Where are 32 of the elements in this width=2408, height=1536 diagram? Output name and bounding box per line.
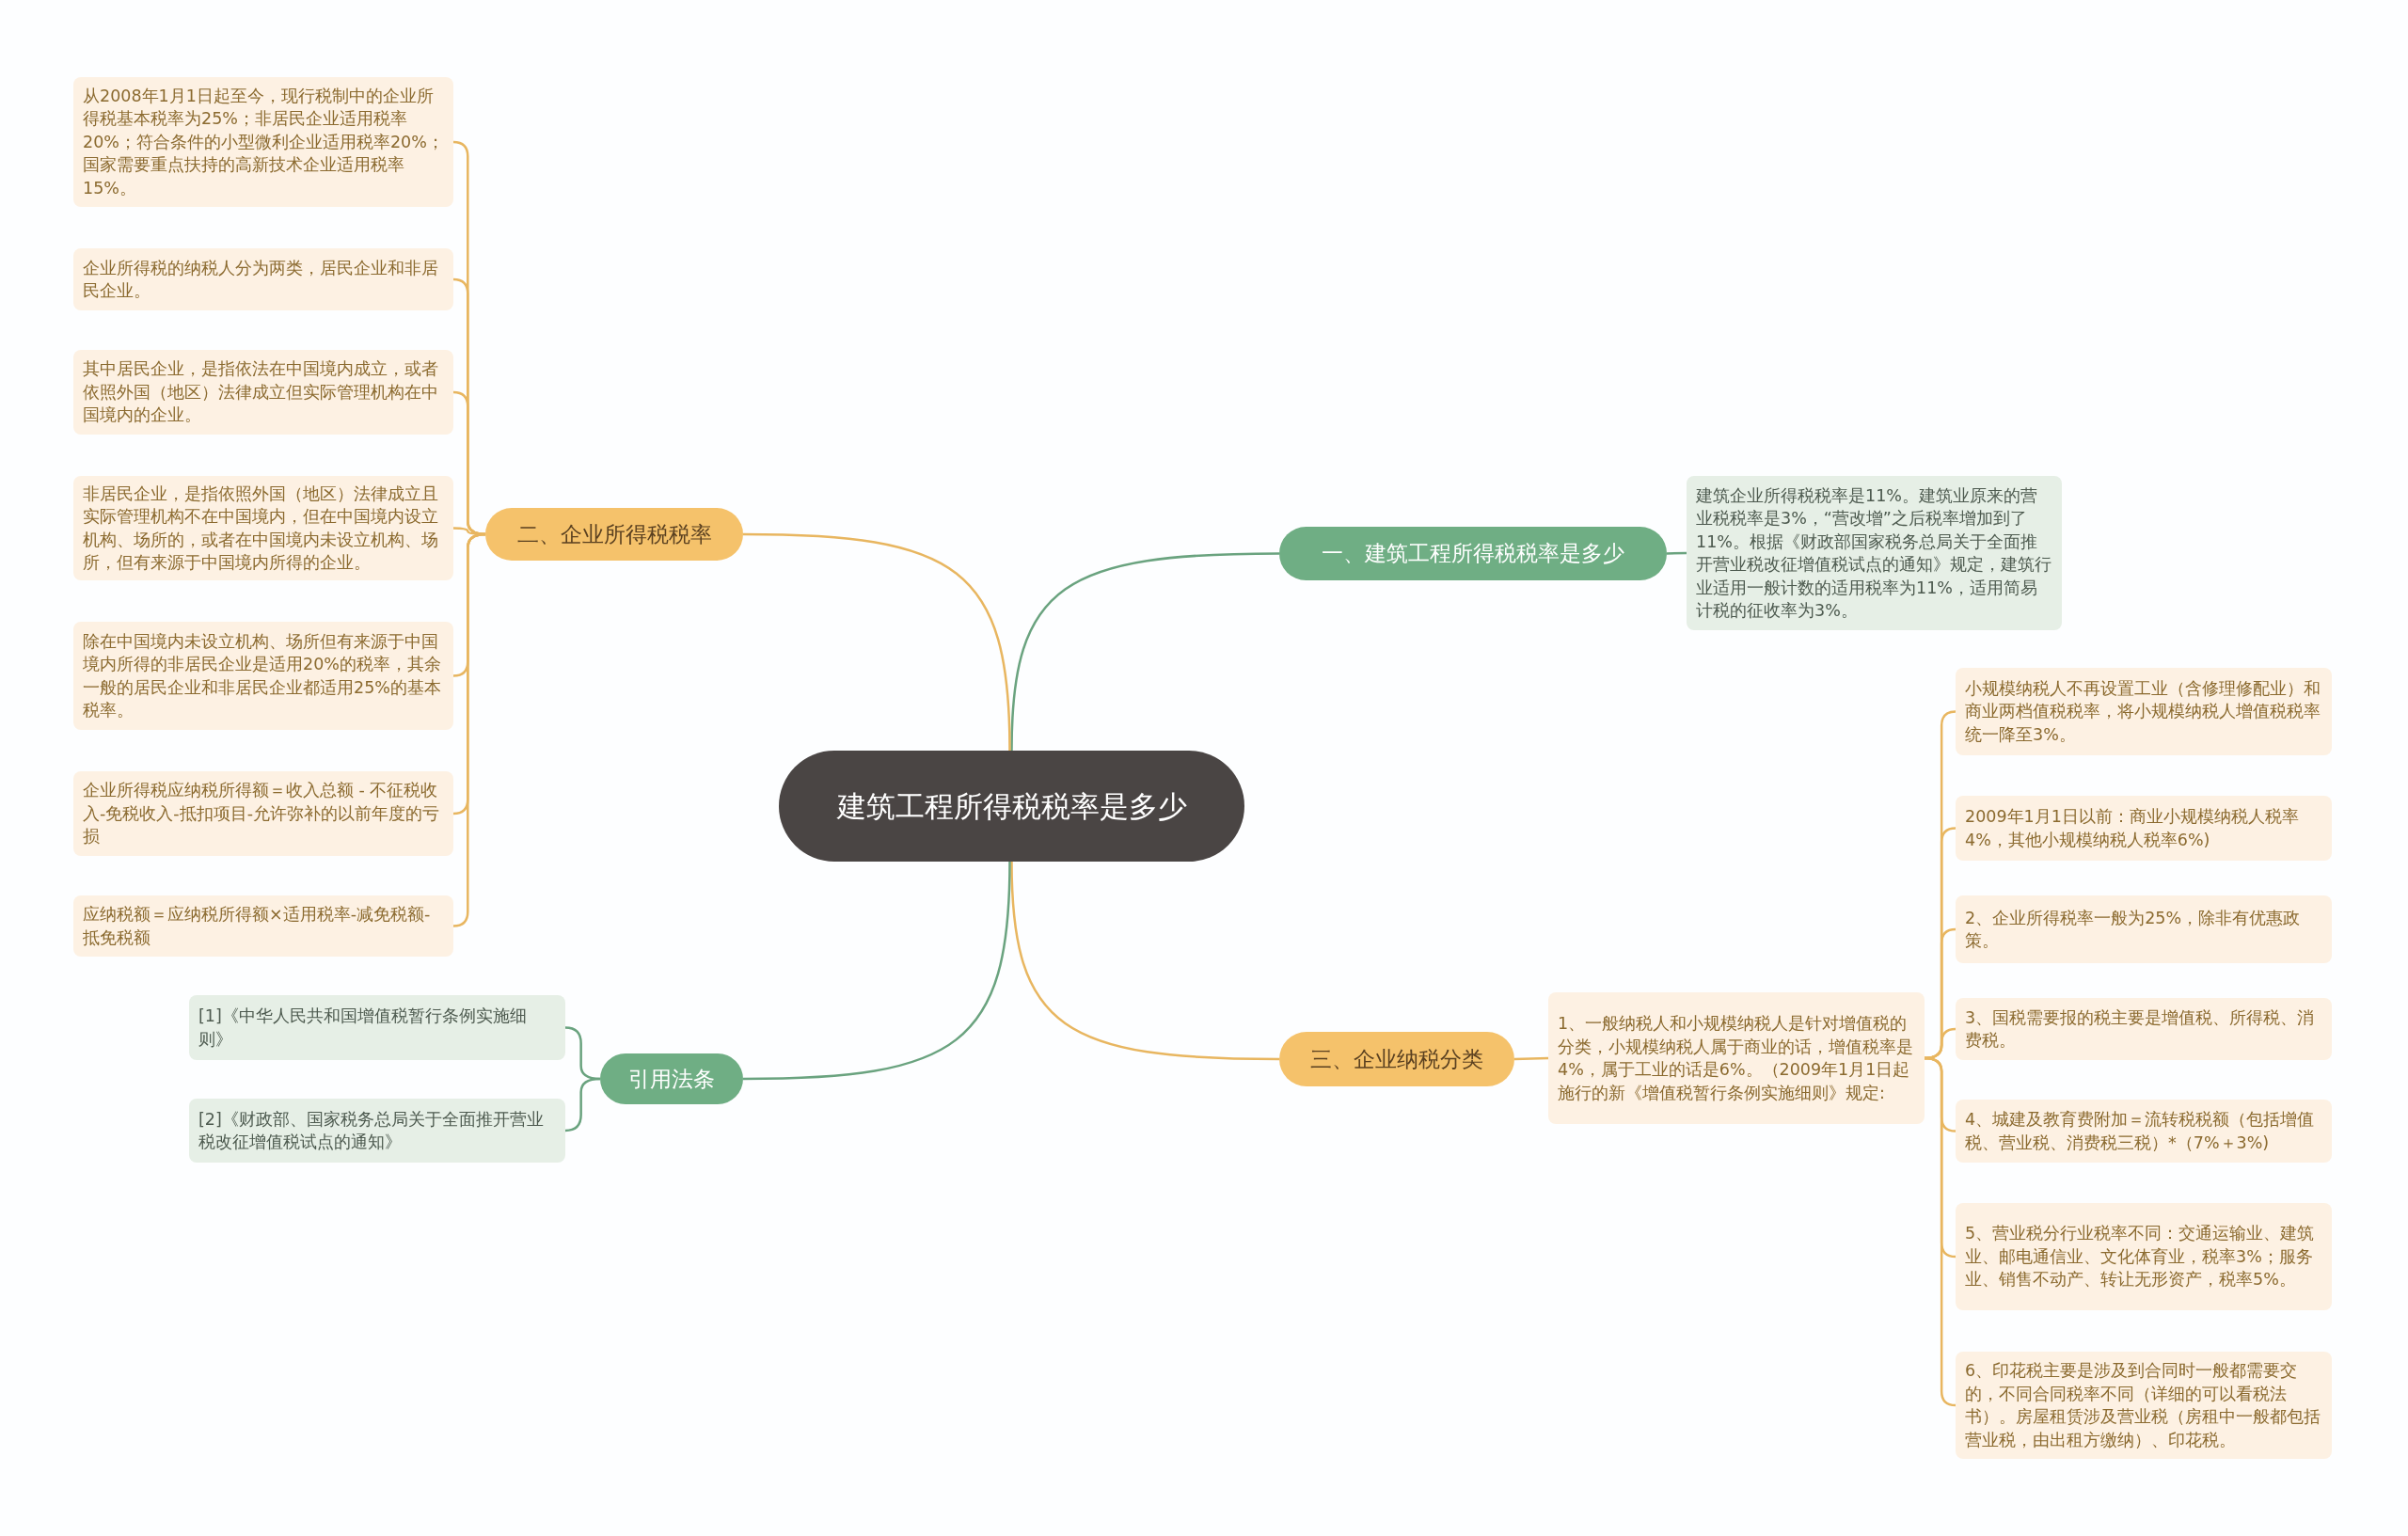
- connector-line: [1513, 1056, 1549, 1061]
- connector-line: [743, 532, 1011, 752]
- note-card: 5、营业税分行业税率不同：交通运输业、建筑业、邮电通信业、文化体育业，税率3%；服务业、销售不动产、转让无形资产，税率5%。: [1956, 1203, 2332, 1310]
- note-card: 2009年1月1日以前：商业小规模纳税人税率4%，其他小规模纳税人税率6%): [1956, 796, 2332, 861]
- note-card: 3、国税需要报的税主要是增值税、所得税、消费税。: [1956, 998, 2332, 1060]
- note-card: 6、印花税主要是涉及到合同时一般都需要交的，不同合同税率不同（详细的可以看税法书）。房屋租赁涉及营业税（房租中一般都包括营业税，由出租方缴纳）、印花税。: [1956, 1352, 2332, 1459]
- branch-topic: 引用法条: [600, 1053, 743, 1104]
- connector-line: [1666, 551, 1687, 555]
- note-card: 其中居民企业，是指依法在中国境内成立，或者依照外国（地区）法律成立但实际管理机构在中国境内的企业。: [73, 350, 453, 435]
- note-card: [2]《财政部、国家税务总局关于全面推开营业税改征增值税试点的通知》: [189, 1099, 565, 1163]
- branch-topic: 三、企业纳税分类: [1279, 1032, 1514, 1086]
- branch-topic: 二、企业所得税税率: [485, 508, 743, 561]
- note-card: 除在中国境内未设立机构、场所但有来源于中国境内所得的非居民企业是适用20%的税率，其余一般的居民企业和非居民企业都适用25%的基本税率。: [73, 622, 453, 730]
- connector-line: [1010, 861, 1279, 1061]
- note-card: 建筑企业所得税税率是11%。建筑业原来的营业税税率是3%，“营改增”之后税率增加到了11%。根据《财政部国家税务总局关于全面推开营业税改征增值税试点的通知》规定，建筑行业适用一般计数的适用税率为11%，适用简易计税的征收率为3%。: [1687, 476, 2062, 630]
- connector-line: [452, 532, 486, 927]
- note-card: 应纳税额＝应纳税所得额×适用税率-减免税额-抵免税额: [73, 895, 453, 957]
- connector-line: [564, 1077, 601, 1132]
- note-card: 2、企业所得税率一般为25%，除非有优惠政策。: [1956, 895, 2332, 963]
- connector-line: [1924, 1056, 1956, 1407]
- note-card: 企业所得税的纳税人分为两类，居民企业和非居民企业。: [73, 248, 453, 310]
- connector-line: [1010, 552, 1279, 752]
- central-topic: 建筑工程所得税税率是多少: [779, 751, 1244, 862]
- note-card: [1]《中华人民共和国增值税暂行条例实施细则》: [189, 995, 565, 1060]
- note-card: 小规模纳税人不再设置工业（含修理修配业）和商业两档值税税率，将小规模纳税人增值税税率统一降至3%。: [1956, 668, 2332, 755]
- note-card: 非居民企业，是指依照外国（地区）法律成立且实际管理机构不在中国境内，但在中国境内设立机构、场所的，或者在中国境内未设立机构、场所，但有来源于中国境内所得的企业。: [73, 476, 453, 580]
- branch-topic: 一、建筑工程所得税税率是多少: [1279, 527, 1667, 580]
- note-card: 1、一般纳税人和小规模纳税人是针对增值税的分类，小规模纳税人属于商业的话，增值税率是4%，属于工业的话是6%。（2009年1月1日起施行的新《增值税暂行条例实施细则》规定:: [1548, 992, 1925, 1124]
- note-card: 4、城建及教育费附加＝流转税税额（包括增值税、营业税、消费税三税）*（7%＋3%): [1956, 1100, 2332, 1163]
- connector-line: [743, 861, 1011, 1081]
- note-card: 从2008年1月1日起至今，现行税制中的企业所得税基本税率为25%；非居民企业适用税率20%；符合条件的小型微利企业适用税率20%；国家需要重点扶持的高新技术企业适用税率15%。: [73, 77, 453, 207]
- note-card: 企业所得税应纳税所得额＝收入总额 - 不征税收入-免税收入-抵扣项目-允许弥补的以前年度的亏损: [73, 771, 453, 856]
